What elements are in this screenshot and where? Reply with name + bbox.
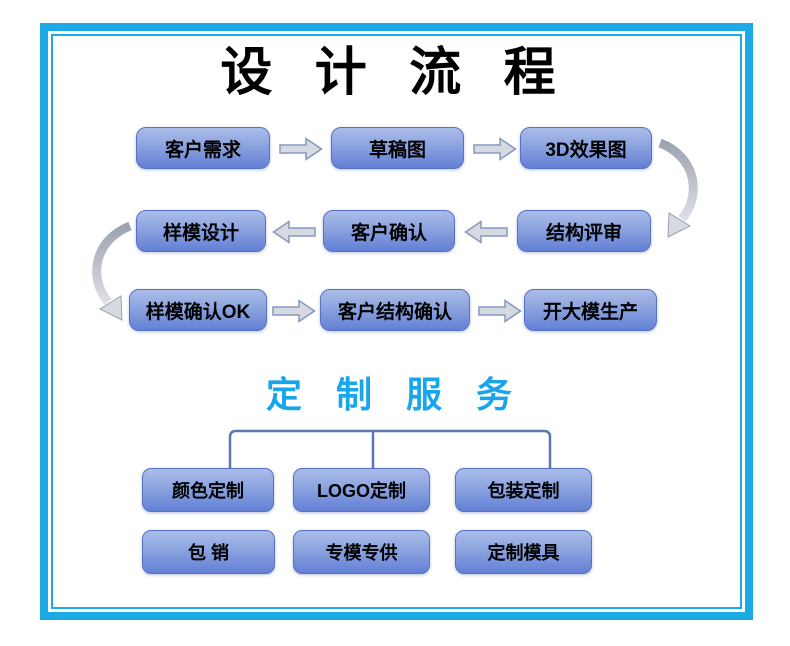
service-box-custom-mold: 定制模具 [455, 530, 592, 574]
flow-box-big-mold-production: 开大模生产 [524, 289, 657, 331]
page-title: 设 计 流 程 [220, 44, 570, 102]
flow-box-sample-mold-design: 样模设计 [136, 210, 266, 252]
service-box-packaging-custom: 包装定制 [455, 468, 592, 512]
flow-box-customer-structure-confirm: 客户结构确认 [320, 289, 470, 331]
tree-connector [225, 424, 555, 468]
flow-box-customer-confirm: 客户确认 [323, 210, 455, 252]
service-box-exclusive-mold: 专模专供 [293, 530, 430, 574]
curved-arrow-down-left-icon [652, 135, 708, 247]
curved-arrow-down-right-icon [82, 218, 138, 330]
arrow-right-icon [478, 298, 522, 324]
flow-box-draft-drawing: 草稿图 [331, 127, 464, 169]
arrow-left-icon [272, 219, 316, 245]
arrow-left-icon [464, 219, 508, 245]
arrow-right-icon [279, 136, 323, 162]
flow-box-3d-render: 3D效果图 [520, 127, 652, 169]
service-box-logo-custom: LOGO定制 [293, 468, 430, 512]
service-box-color-custom: 颜色定制 [142, 468, 274, 512]
flow-box-sample-confirm-ok: 样模确认OK [129, 289, 267, 331]
service-box-underwriting: 包 销 [142, 530, 275, 574]
inner-frame-border [51, 34, 742, 609]
arrow-right-icon [272, 298, 316, 324]
flow-box-structure-review: 结构评审 [517, 210, 651, 252]
services-title: 定 制 服 务 [265, 374, 524, 415]
arrow-right-icon [473, 136, 517, 162]
flow-box-customer-needs: 客户需求 [136, 127, 270, 169]
